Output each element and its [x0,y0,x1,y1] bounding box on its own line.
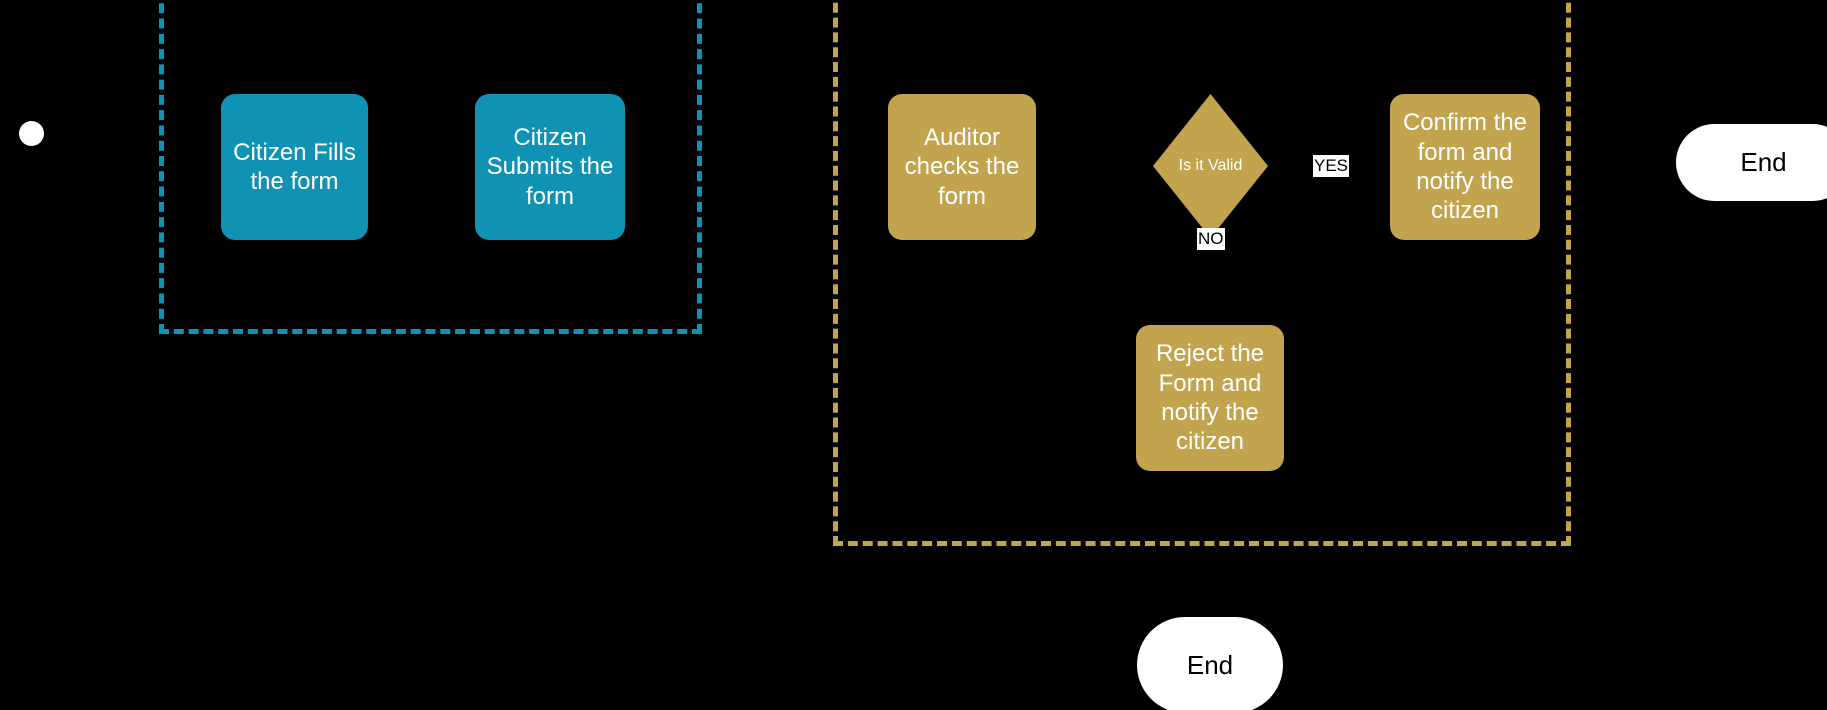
node-reject-form[interactable]: Reject the Form and notify the citizen [1136,325,1284,471]
node-end-bottom[interactable]: End [1137,617,1283,710]
node-confirm-form[interactable]: Confirm the form and notify the citizen [1390,94,1540,240]
edge-label-yes: YES [1313,155,1350,177]
node-auditor-checks-form[interactable]: Auditor checks the form [888,94,1036,240]
node-end-right[interactable]: End [1676,124,1827,201]
start-node[interactable] [19,121,44,146]
swimlane-citizen[interactable] [159,0,702,334]
edge-label-no: NO [1197,228,1225,250]
node-decision-is-it-valid[interactable]: Is it Valid [1153,94,1268,238]
decision-label: Is it Valid [1178,157,1243,175]
node-citizen-submits-form[interactable]: Citizen Submits the form [475,94,625,240]
swimlane-auditor[interactable] [833,0,1571,546]
node-citizen-fills-form[interactable]: Citizen Fills the form [221,94,368,240]
